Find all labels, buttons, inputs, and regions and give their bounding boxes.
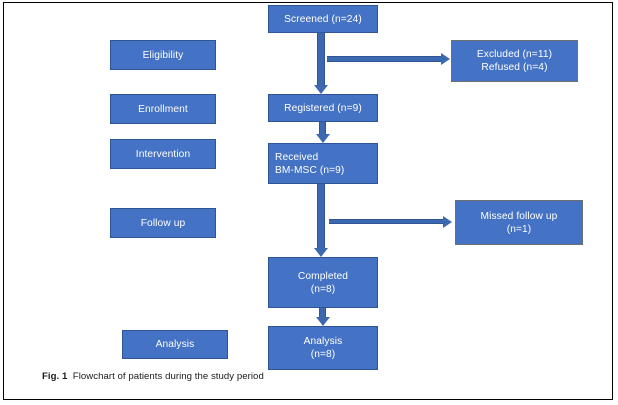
stage-label: Enrollment	[138, 103, 188, 115]
flow-box-completed: Completed (n=8)	[268, 257, 378, 308]
outcome-box-line: (n=1)	[506, 223, 532, 235]
figure-caption-label: Fig. 1	[42, 371, 68, 382]
arrow-screened-to-registered-head	[314, 85, 328, 94]
arrow-received-to-completed-shaft	[317, 184, 325, 248]
flow-box-line: Screened (n=24)	[284, 13, 362, 25]
arrow-screened-to-excluded-shaft	[327, 56, 441, 62]
outcome-box-line: Missed follow up	[480, 210, 558, 222]
outcome-box-missed-follow-up: Missed follow up (n=1)	[455, 200, 583, 245]
figure-caption-text: Flowchart of patients during the study p…	[72, 371, 264, 382]
arrow-screened-to-registered-shaft	[317, 33, 325, 85]
flow-box-line: Analysis	[303, 336, 343, 347]
arrow-received-to-completed-head	[314, 248, 328, 257]
stage-label: Follow up	[140, 217, 186, 229]
arrow-received-to-missed-head	[443, 216, 452, 228]
outcome-box-line: Excluded (n=11)	[476, 49, 553, 60]
stage-box-eligibility: Eligibility	[110, 40, 216, 70]
stage-label: Analysis	[155, 339, 195, 350]
stage-box-analysis: Analysis	[122, 330, 228, 359]
flow-box-line: (n=8)	[310, 349, 336, 360]
flow-box-line: Received	[275, 151, 319, 163]
outcome-box-excluded-refused: Excluded (n=11) Refused (n=4)	[451, 40, 578, 82]
flow-box-analysis: Analysis (n=8)	[268, 326, 378, 370]
arrow-registered-to-received-shaft	[319, 122, 326, 135]
arrow-screened-to-excluded-head	[441, 53, 450, 65]
arrow-received-to-missed-shaft	[329, 219, 443, 224]
stage-label: Intervention	[135, 148, 191, 160]
flow-box-line: (n=8)	[310, 283, 336, 295]
arrow-completed-to-analysis-head	[315, 317, 330, 326]
flow-box-registered: Registered (n=9)	[268, 94, 378, 122]
flow-box-line: Registered (n=9)	[284, 102, 362, 114]
flow-box-line: BM-MSC (n=9)	[275, 164, 345, 176]
flow-box-line: Completed	[297, 270, 349, 282]
arrow-completed-to-analysis-shaft	[319, 308, 326, 318]
stage-box-enrollment: Enrollment	[110, 94, 216, 124]
stage-box-intervention: Intervention	[110, 139, 216, 169]
stage-box-follow-up: Follow up	[110, 208, 216, 238]
figure-caption: Fig. 1 Flowchart of patients during the …	[42, 371, 264, 382]
stage-label: Eligibility	[142, 49, 184, 61]
arrow-registered-to-received-head	[315, 134, 330, 143]
flow-box-received-bm-msc: Received BM-MSC (n=9)	[268, 143, 378, 184]
flow-box-screened: Screened (n=24)	[268, 5, 378, 33]
outcome-box-line: Refused (n=4)	[481, 62, 548, 73]
